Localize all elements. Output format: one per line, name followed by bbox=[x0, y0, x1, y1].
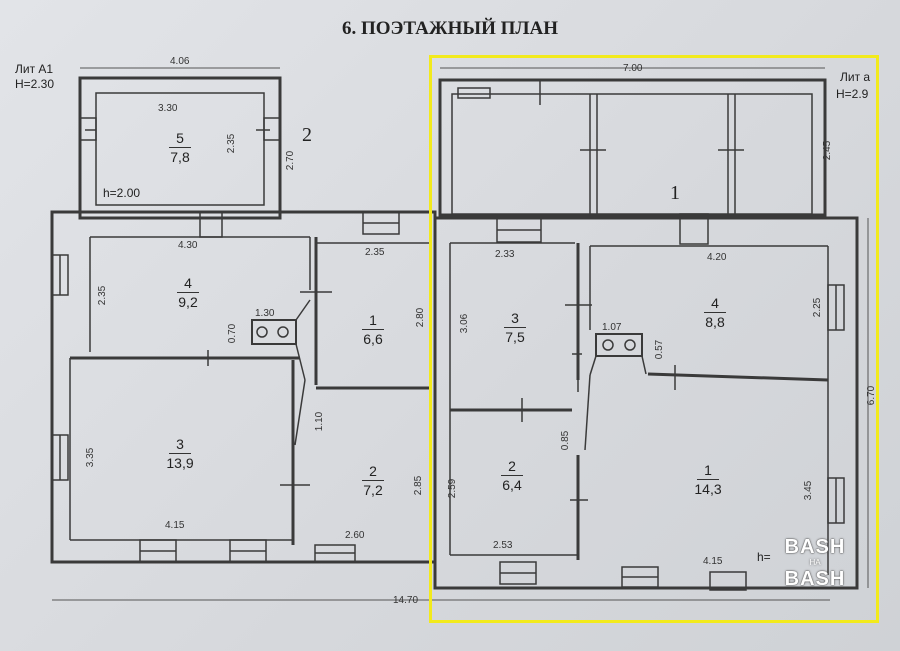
dim: 4.30 bbox=[178, 240, 198, 251]
right-block-outer-wall bbox=[433, 216, 859, 590]
dim: 2.85 bbox=[413, 475, 425, 496]
dim: 4.15 bbox=[165, 520, 185, 531]
left-annex-inner-wall bbox=[95, 92, 265, 206]
dim: 1.30 bbox=[255, 308, 275, 319]
dim: 4.06 bbox=[170, 56, 190, 67]
dim: 2.35 bbox=[97, 285, 109, 306]
left-annex-outer-wall bbox=[78, 76, 282, 220]
right-corner-hint: h= bbox=[757, 550, 771, 564]
dim: 1.07 bbox=[602, 322, 622, 333]
right-porch-outer-wall bbox=[438, 78, 827, 217]
dim: 2.53 bbox=[493, 540, 513, 551]
right-porch-inner-wall bbox=[451, 93, 813, 215]
dim: 2.33 bbox=[495, 249, 515, 260]
page-title: 6. ПОЭТАЖНЫЙ ПЛАН bbox=[341, 18, 559, 39]
highlight-frame bbox=[429, 55, 879, 623]
dim: 1.10 bbox=[314, 411, 326, 432]
dim: 2.35 bbox=[226, 133, 238, 154]
dim: 4.20 bbox=[707, 252, 727, 263]
left-stove bbox=[251, 319, 297, 345]
left-height-label: Н=2.30 bbox=[15, 77, 55, 91]
right-block-marker: 1 bbox=[670, 182, 680, 204]
dim: 4.15 bbox=[703, 556, 723, 567]
right-height-label: Н=2.9 bbox=[836, 87, 869, 101]
dim: 2.60 bbox=[345, 530, 365, 541]
watermark-logo: BASH НА BASH bbox=[784, 536, 846, 590]
dim: 3.30 bbox=[158, 103, 178, 114]
dim: 2.80 bbox=[415, 307, 427, 328]
dim: 2.35 bbox=[365, 247, 385, 258]
dim: 14.70 bbox=[393, 595, 419, 606]
dim: 3.35 bbox=[85, 447, 97, 468]
right-lit-label: Лит а bbox=[840, 70, 871, 84]
left-block-marker: 2 bbox=[302, 124, 312, 146]
right-stove bbox=[595, 333, 643, 357]
dim: 2.70 bbox=[285, 150, 297, 171]
dim: 7.00 bbox=[623, 63, 643, 74]
left-annex-height: h=2.00 bbox=[103, 186, 141, 200]
left-lit-label: Лит А1 bbox=[15, 62, 54, 76]
dim: 0.70 bbox=[227, 323, 239, 344]
